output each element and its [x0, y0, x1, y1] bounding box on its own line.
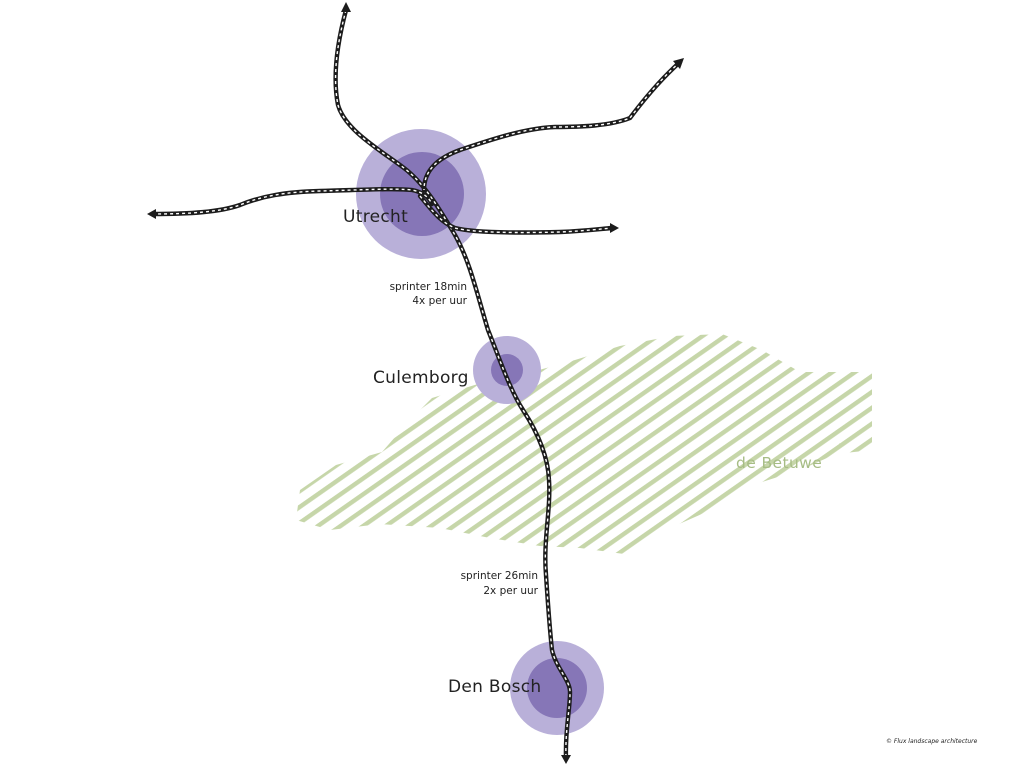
route-note-south-line2: 2x per uur: [483, 585, 538, 597]
arrow-head-icon: [147, 2, 684, 764]
betuwe-region: [296, 334, 872, 554]
credit-text: © Flux landscape architecture: [886, 738, 978, 745]
den-bosch-halo: [510, 641, 604, 735]
route-note-north-line1: sprinter 18min: [390, 281, 467, 293]
region-label-betuwe: de Betuwe: [736, 454, 822, 472]
route-note-south-line1: sprinter 26min: [461, 570, 538, 582]
railway-track-icon: [149, 7, 683, 761]
city-label-culemborg: Culemborg: [373, 368, 469, 388]
city-label-utrecht: Utrecht: [343, 207, 408, 227]
route-note-north-line2: 4x per uur: [412, 295, 467, 307]
culemborg-halo: [473, 336, 541, 404]
city-label-den-bosch: Den Bosch: [448, 677, 541, 697]
